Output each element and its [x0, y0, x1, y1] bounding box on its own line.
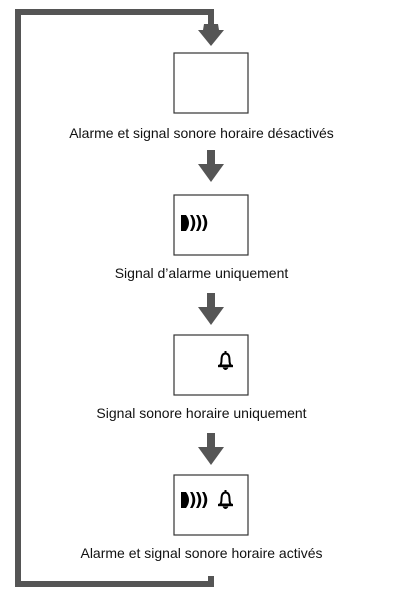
state-caption-alarm-only: Signal d’alarme uniquement: [114, 265, 289, 281]
arrow-4: [198, 433, 224, 465]
arrow-1: [198, 24, 224, 46]
hourly-chime-bell-icon: [218, 490, 233, 509]
state-box-chime-only: [173, 334, 249, 396]
state-caption-chime-only: Signal sonore horaire uniquement: [96, 405, 307, 421]
state-caption-off: Alarme et signal sonore horaire désactiv…: [69, 125, 334, 141]
arrow-3: [198, 293, 224, 325]
loop-back-line: [15, 9, 214, 587]
state-box-alarm-only: [173, 194, 249, 256]
hourly-chime-bell-icon: [218, 351, 233, 370]
state-box-off: [173, 52, 249, 114]
alarm-signal-icon: [181, 492, 208, 508]
alarm-signal-icon: [181, 215, 208, 231]
arrow-2: [198, 150, 224, 182]
state-caption-both: Alarme et signal sonore horaire activés: [80, 545, 323, 561]
